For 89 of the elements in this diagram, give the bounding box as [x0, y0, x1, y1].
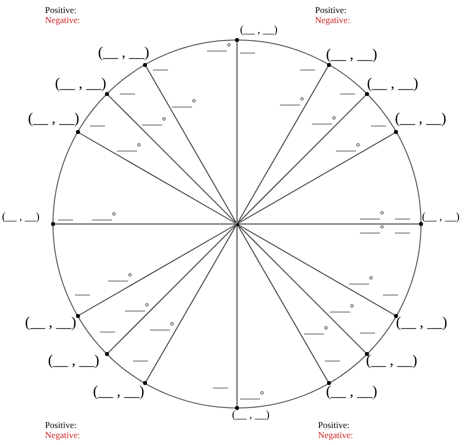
circle-point: [143, 62, 147, 67]
radius-line: [236, 225, 238, 406]
degree-blank: ____°: [150, 322, 174, 332]
negative-label: Negative:: [45, 16, 80, 25]
coordinate-blank: (__ , __): [366, 354, 418, 369]
radian-blank: ___: [325, 353, 340, 363]
radian-blank: ___: [58, 212, 73, 222]
radius-line: [238, 224, 396, 316]
circle-point: [394, 314, 398, 318]
degree-blank: ____°: [117, 143, 141, 153]
radian-blank: ___: [120, 86, 135, 96]
positive-label: Positive:: [315, 6, 347, 15]
coordinate-blank: (__ , __): [28, 112, 80, 127]
radian-blank: ___: [395, 211, 410, 221]
coordinate-blank: (__ , __): [395, 112, 446, 127]
positive-label: Positive:: [318, 421, 350, 430]
radius-line: [108, 94, 236, 224]
degree-blank: ____°: [304, 326, 328, 336]
radian-blank: ___: [240, 45, 255, 55]
degree-blank: ____°: [172, 99, 196, 109]
degree-blank: ____°: [207, 43, 231, 53]
coordinate-blank: (__ , __): [2, 212, 40, 223]
radius-line: [238, 94, 366, 224]
radian-blank: ___: [360, 325, 375, 335]
radius-line: [238, 224, 366, 354]
coordinate-blank: (__ , __): [367, 77, 418, 92]
coordinate-blank: (__ , __): [55, 77, 106, 92]
positive-label: Positive:: [45, 421, 77, 430]
circle-point: [327, 381, 331, 386]
circle-point: [76, 314, 80, 318]
degree-blank: ____°: [336, 143, 360, 153]
radius-line: [78, 224, 236, 316]
radius-line: [108, 224, 236, 354]
radius-line: [78, 132, 236, 224]
circle-point: [419, 222, 423, 226]
radian-blank: ___: [300, 62, 315, 72]
coordinate-blank: (__ , __): [326, 48, 378, 63]
coordinate-blank: (__ , __): [326, 385, 378, 400]
circle-point: [365, 92, 370, 96]
degree-blank: ____°: [240, 391, 264, 401]
circle-point: [51, 222, 55, 226]
coordinate-blank: (__ , __): [422, 212, 460, 223]
degree-blank: ____°: [312, 116, 336, 126]
circle-point: [143, 381, 147, 386]
degree-blank: ____°: [280, 97, 304, 107]
center-point: [236, 222, 238, 226]
coordinate-blank: (__ , __): [93, 385, 144, 400]
negative-label: Negative:: [45, 431, 80, 440]
radian-blank: ___: [383, 287, 398, 297]
radius-line: [237, 224, 328, 382]
degree-blank: ____°: [349, 276, 373, 286]
circle-point: [365, 352, 370, 356]
coordinate-blank: (__ , __): [396, 316, 448, 331]
circle-point: [327, 62, 331, 67]
circle-point: [104, 92, 109, 96]
radian-blank: ___: [371, 118, 386, 128]
coordinate-blank: (__ , __): [25, 316, 76, 331]
circle-point: [76, 130, 80, 134]
degree-blank: ____°: [360, 225, 384, 235]
radian-blank: ___: [213, 380, 228, 390]
circle-point: [235, 38, 239, 42]
degree-blank: ____°: [330, 304, 354, 314]
degree-blank: ____°: [108, 273, 132, 283]
negative-label: Negative:: [315, 16, 350, 25]
radius-line: [237, 66, 328, 224]
degree-blank: ____°: [142, 117, 166, 127]
degree-blank: ____°: [92, 212, 116, 222]
coordinate-blank: (__ , __): [48, 354, 100, 369]
positive-label: Positive:: [45, 6, 77, 15]
coordinate-blank: (__ , __): [240, 25, 278, 36]
radius-line: [146, 224, 237, 382]
radian-blank: ___: [100, 324, 115, 334]
degree-blank: ____°: [360, 211, 384, 221]
radius-line: [236, 42, 238, 223]
radian-blank: ___: [340, 86, 355, 96]
radian-blank: ___: [153, 62, 168, 72]
circle-point: [104, 352, 109, 356]
circle-point: [394, 130, 398, 134]
coordinate-blank: (__ , __): [232, 410, 270, 421]
radian-blank: ___: [90, 118, 105, 128]
circle-point: [235, 406, 239, 410]
radius-line: [238, 132, 396, 224]
radian-blank: ___: [133, 353, 148, 363]
radian-blank: ___: [75, 287, 90, 297]
negative-label: Negative:: [318, 431, 353, 440]
radius-line: [146, 66, 237, 224]
radian-blank: ___: [395, 225, 410, 235]
degree-blank: ____°: [125, 303, 149, 313]
coordinate-blank: (__ , __): [98, 46, 150, 61]
